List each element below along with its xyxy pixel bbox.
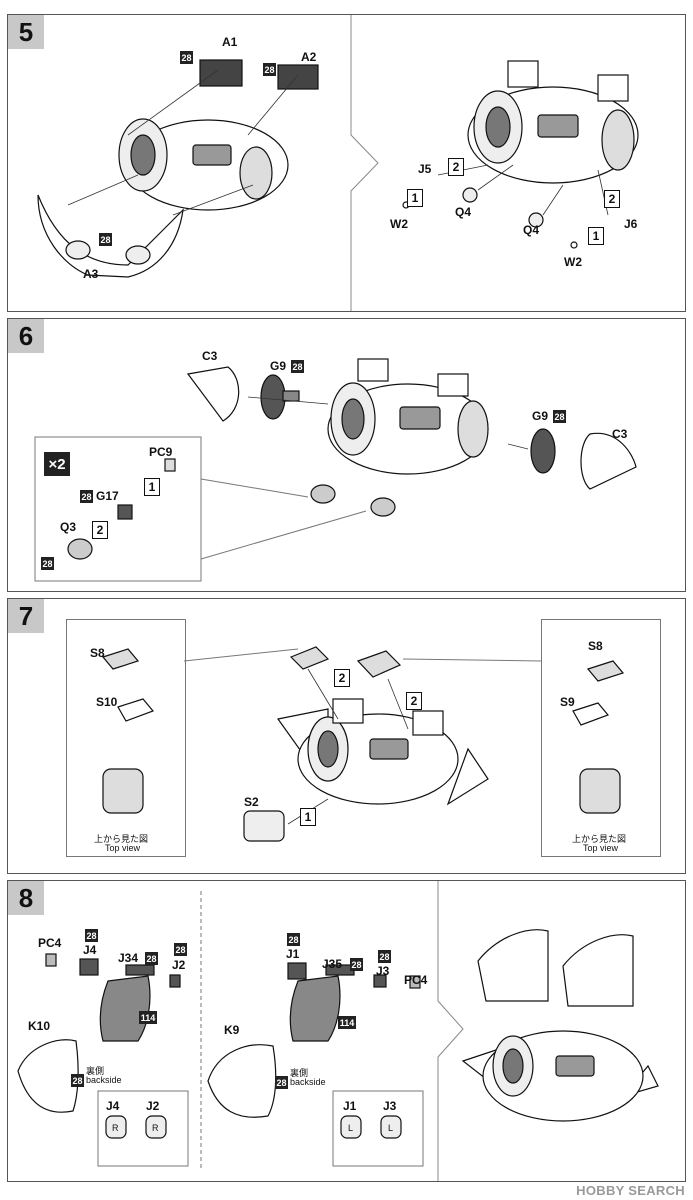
- step-7-panel: 7: [7, 598, 686, 874]
- part-label-j3: J3: [376, 964, 390, 978]
- left-detail-box: [66, 619, 186, 857]
- part-label-a3: A3: [83, 267, 99, 281]
- order-marker: 1: [144, 478, 160, 496]
- part-label-j2: J2: [172, 958, 186, 972]
- part-label-s8-left: S8: [90, 646, 105, 660]
- part-label-a2: A2: [301, 50, 317, 64]
- quantity-multiplier: ×2: [44, 452, 70, 476]
- color-code-k10: 28: [71, 1074, 84, 1087]
- step-8-panel: 8: [7, 880, 686, 1182]
- part-label-pc9: PC9: [149, 445, 173, 459]
- step-7-illustration: [101, 646, 625, 842]
- key-mark-r: R: [152, 1123, 159, 1133]
- part-label-s8-right: S8: [588, 639, 603, 653]
- part-label-w2-left: W2: [390, 217, 408, 231]
- color-code-q3: 28: [41, 557, 54, 570]
- part-label-c3-right: C3: [612, 427, 628, 441]
- key-mark-l: L: [388, 1123, 394, 1133]
- order-marker: 2: [604, 190, 620, 208]
- part-label-g9-right: G9: [532, 409, 549, 423]
- step-8-illustration: [17, 881, 659, 1181]
- color-code-a1: 28: [180, 51, 193, 64]
- topview-label-en: Top view: [105, 843, 141, 853]
- part-label-j35: J35: [322, 957, 343, 971]
- part-label-a1: A1: [222, 35, 238, 49]
- part-label-w2-right: W2: [564, 255, 582, 269]
- key-label-j2: J2: [146, 1099, 160, 1113]
- backside-label-jp: 裏側: [290, 1068, 309, 1078]
- color-code-j35: 28: [350, 958, 363, 971]
- part-label-g17: G17: [96, 489, 119, 503]
- backside-label-jp: 裏側: [86, 1066, 105, 1076]
- topview-label-jp: 上から見た図: [94, 834, 149, 844]
- topview-label-jp: 上から見た図: [572, 834, 627, 844]
- step-5-panel: 5: [7, 14, 686, 312]
- color-code-j3: 28: [378, 950, 391, 963]
- color-code-j4: 28: [85, 929, 98, 942]
- part-label-q3: Q3: [60, 520, 77, 534]
- backside-label-en: backside: [290, 1077, 326, 1087]
- part-label-k9: K9: [224, 1023, 240, 1037]
- step-6-illustration: [34, 358, 637, 582]
- color-code-g9-left: 28: [291, 360, 304, 373]
- part-label-c3-left: C3: [202, 349, 218, 363]
- part-label-j1: J1: [286, 947, 300, 961]
- topview-label-en: Top view: [583, 843, 619, 853]
- order-marker: 2: [406, 692, 422, 710]
- part-label-q4-left: Q4: [455, 205, 472, 219]
- step-number: 6: [8, 319, 44, 353]
- color-code-g9-right: 28: [553, 410, 566, 423]
- key-label-j4: J4: [106, 1099, 120, 1113]
- color-code-g17: 28: [80, 490, 93, 503]
- part-label-pc4-right: PC4: [404, 973, 428, 987]
- watermark-logo: HOBBY SEARCH: [576, 1183, 685, 1198]
- color-code-j34: 28: [145, 952, 158, 965]
- key-label-j3: J3: [383, 1099, 397, 1113]
- step-number: 5: [8, 15, 44, 49]
- order-marker: 1: [588, 227, 604, 245]
- part-label-q4-right: Q4: [523, 223, 540, 237]
- part-label-j6: J6: [624, 217, 638, 231]
- part-label-s2: S2: [244, 795, 259, 809]
- part-label-g9-left: G9: [270, 359, 287, 373]
- backside-label-en: backside: [86, 1075, 122, 1085]
- part-label-j5: J5: [418, 162, 432, 176]
- order-marker: 1: [300, 808, 316, 826]
- part-label-s10: S10: [96, 695, 118, 709]
- step-6-panel: 6: [7, 318, 686, 592]
- part-label-k10: K10: [28, 1019, 51, 1033]
- part-label-j4: J4: [83, 943, 97, 957]
- order-marker: 2: [92, 521, 108, 539]
- part-label-j34: J34: [118, 951, 139, 965]
- order-marker: 1: [407, 189, 423, 207]
- color-code-j2: 28: [174, 943, 187, 956]
- key-mark-l: L: [348, 1123, 354, 1133]
- color-code-a2: 28: [263, 63, 276, 76]
- color-code-j1: 28: [287, 933, 300, 946]
- part-label-pc4-left: PC4: [38, 936, 62, 950]
- color-code-k9: 28: [275, 1076, 288, 1089]
- step-5-illustration: [37, 15, 639, 311]
- step-number: 8: [8, 881, 44, 915]
- order-marker: 2: [448, 158, 464, 176]
- color-code-a3: 28: [99, 233, 112, 246]
- key-mark-r: R: [112, 1123, 119, 1133]
- color-code-114: 114: [338, 1016, 356, 1029]
- part-label-s9: S9: [560, 695, 575, 709]
- order-marker: 2: [334, 669, 350, 687]
- step-number: 7: [8, 599, 44, 633]
- color-code-114: 114: [139, 1011, 157, 1024]
- key-label-j1: J1: [343, 1099, 357, 1113]
- right-detail-box: [541, 619, 661, 857]
